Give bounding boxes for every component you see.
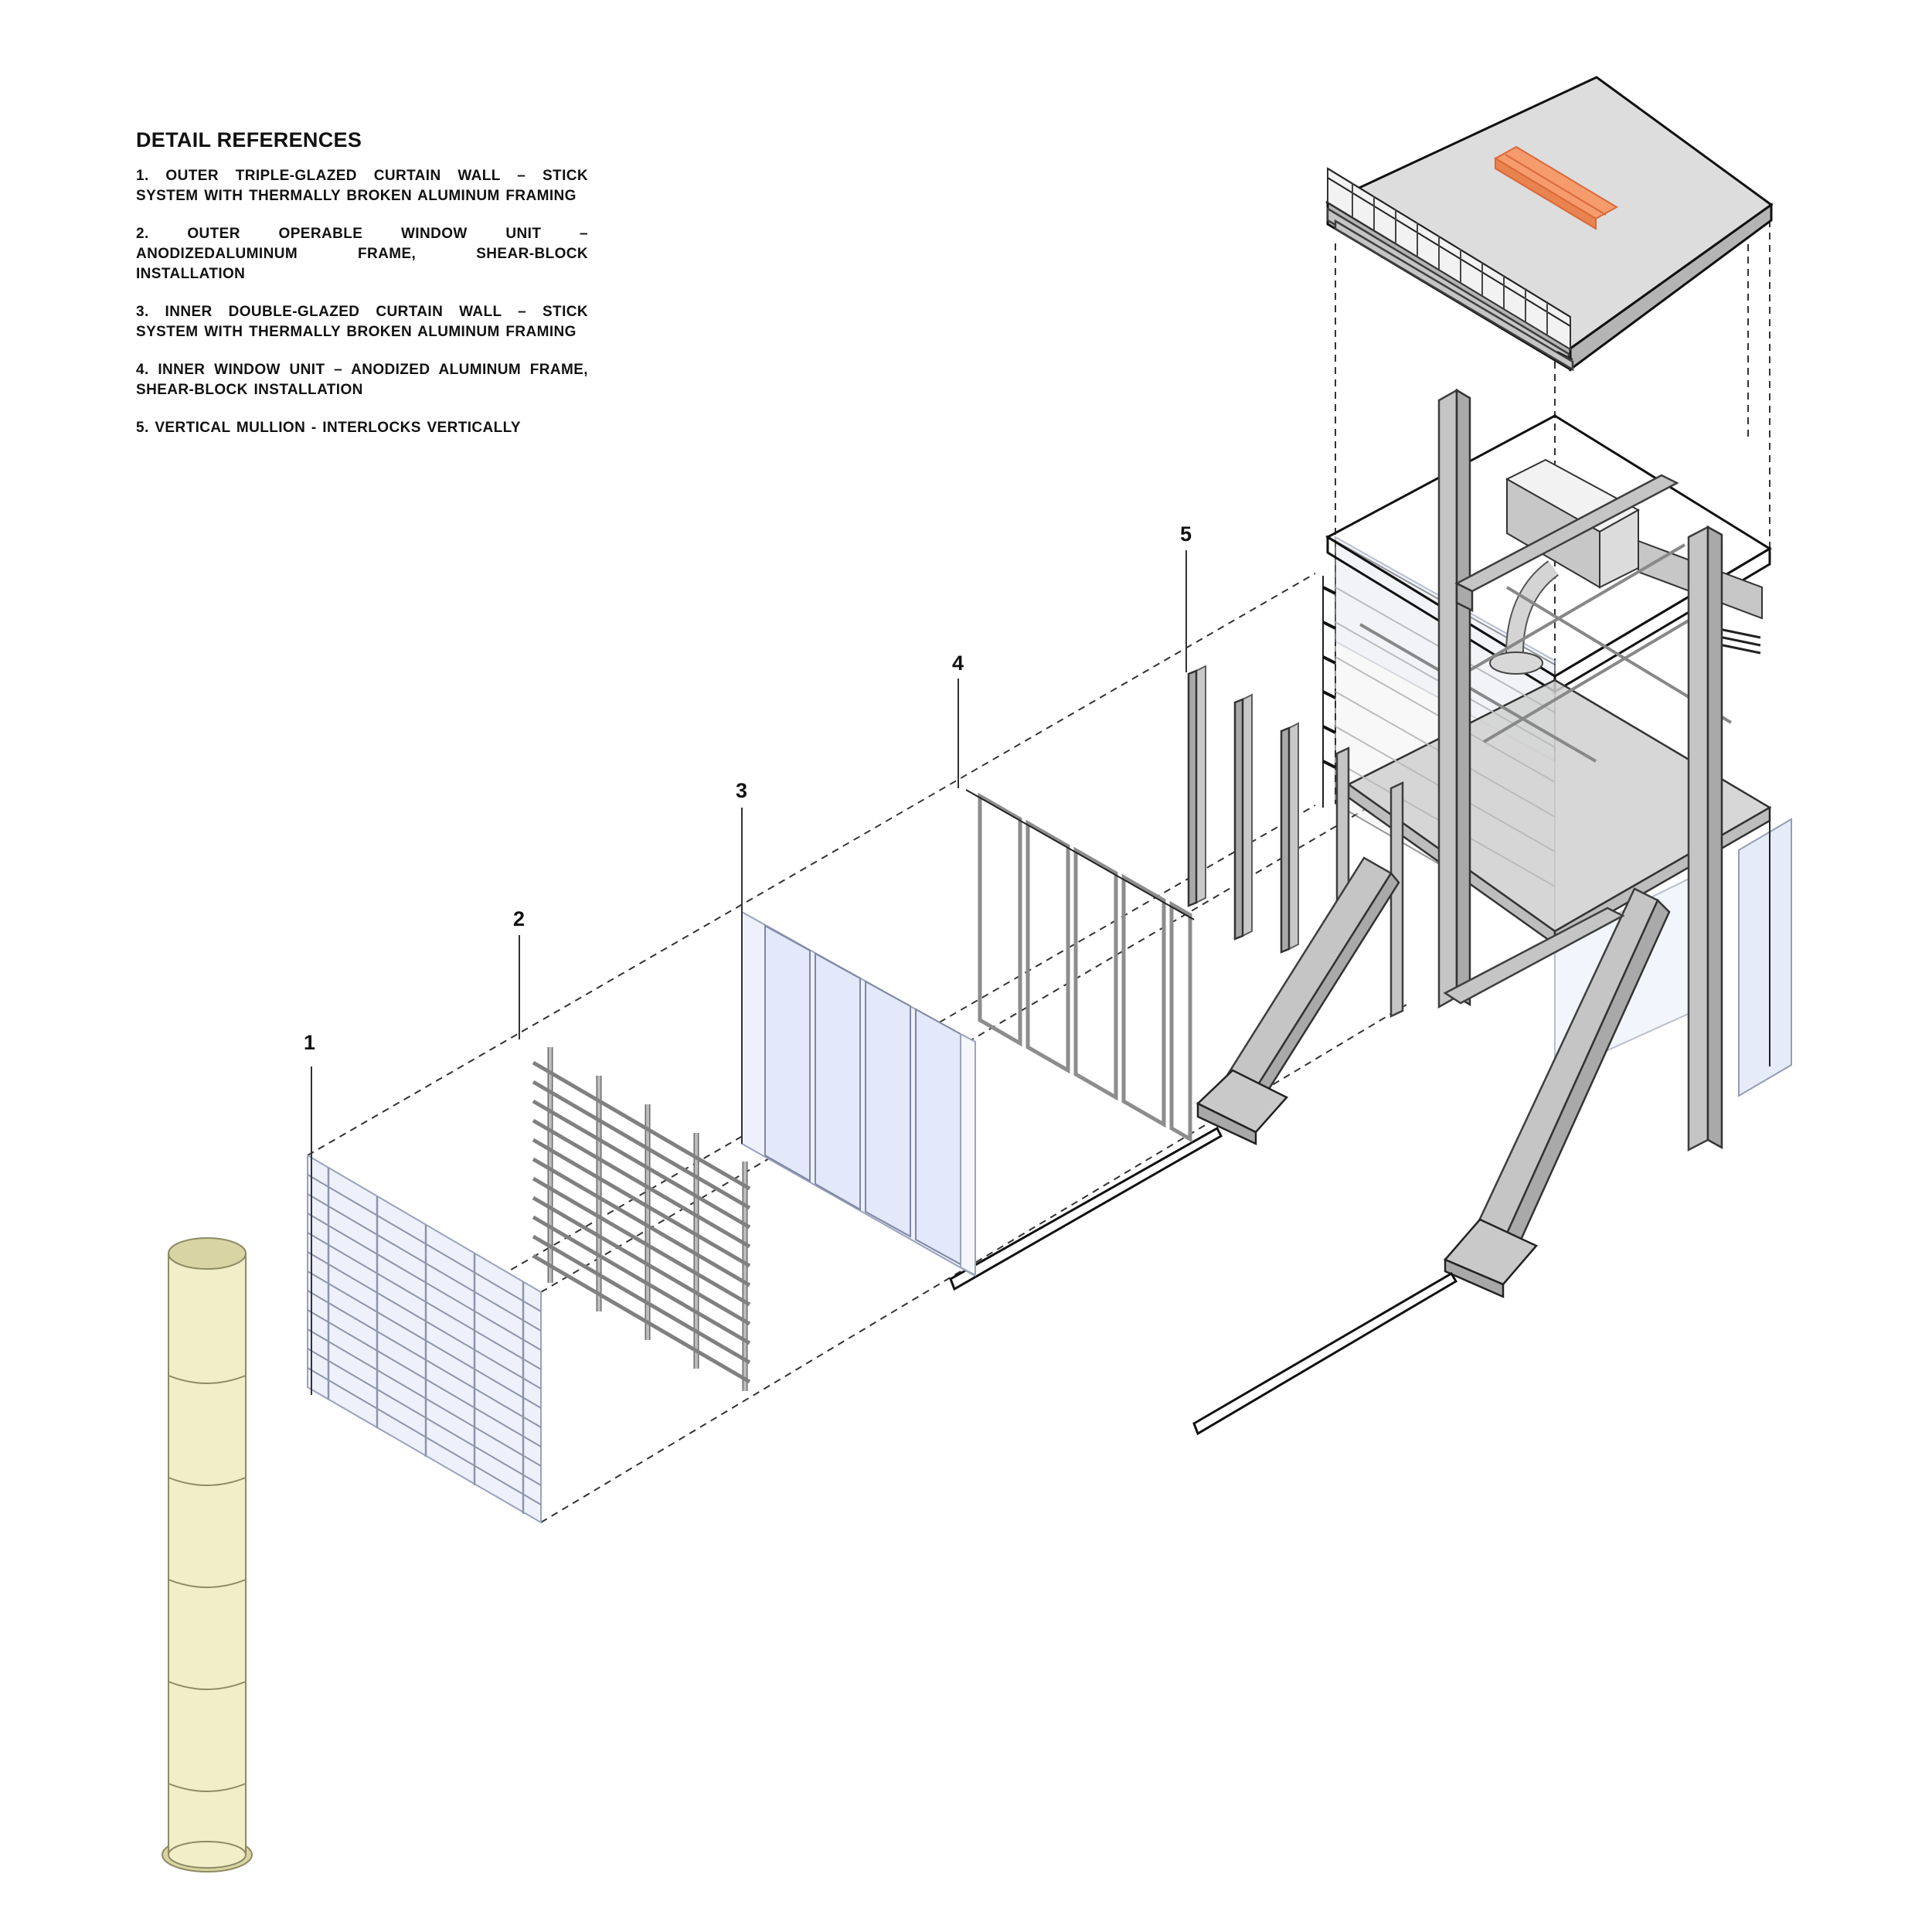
layer-5-vertical-mullions (1187, 665, 1299, 954)
rooftop-unit (1494, 145, 1618, 230)
legend-item-1: 1. OUTER TRIPLE-GLAZED CURTAIN WALL – ST… (136, 168, 588, 204)
legend-item-3: 3. INNER DOUBLE-GLAZED CURTAIN WALL – ST… (136, 304, 588, 340)
legend-title: DETAIL REFERENCES (136, 128, 362, 151)
callout-3: 3 (736, 779, 747, 802)
callout-1: 1 (304, 1031, 315, 1054)
legend-item-4: 4. INNER WINDOW UNIT – ANODIZED ALUMINUM… (136, 362, 588, 398)
layer-1-outer-curtain-wall (307, 1154, 542, 1524)
upper-floor-volume (1322, 388, 1792, 1152)
callout-4: 4 (952, 651, 964, 675)
cylindrical-column (162, 1237, 253, 1872)
callout-2: 2 (513, 907, 525, 930)
callout-leaders (311, 550, 1187, 1395)
legend-item-2: 2. OUTER OPERABLE WINDOW UNIT – ANODIZED… (136, 226, 588, 282)
legend-item-5: 5. VERTICAL MULLION - INTERLOCKS VERTICA… (136, 420, 521, 436)
callout-5: 5 (1180, 522, 1192, 546)
roof-slab-assembly (1325, 76, 1774, 372)
layer-2-operable-window-grid (532, 1047, 751, 1391)
layer-3-inner-curtain-wall (741, 910, 976, 1277)
diagonal-support-legs (949, 856, 1671, 1436)
callout-labels: 1 2 3 4 5 (304, 522, 1192, 1054)
roof-railing (1327, 167, 1571, 351)
detail-references-legend: DETAIL REFERENCES 1. OUTER TRIPLE-GLAZED… (136, 128, 588, 456)
layer-4-inner-window-units (965, 789, 1195, 1143)
